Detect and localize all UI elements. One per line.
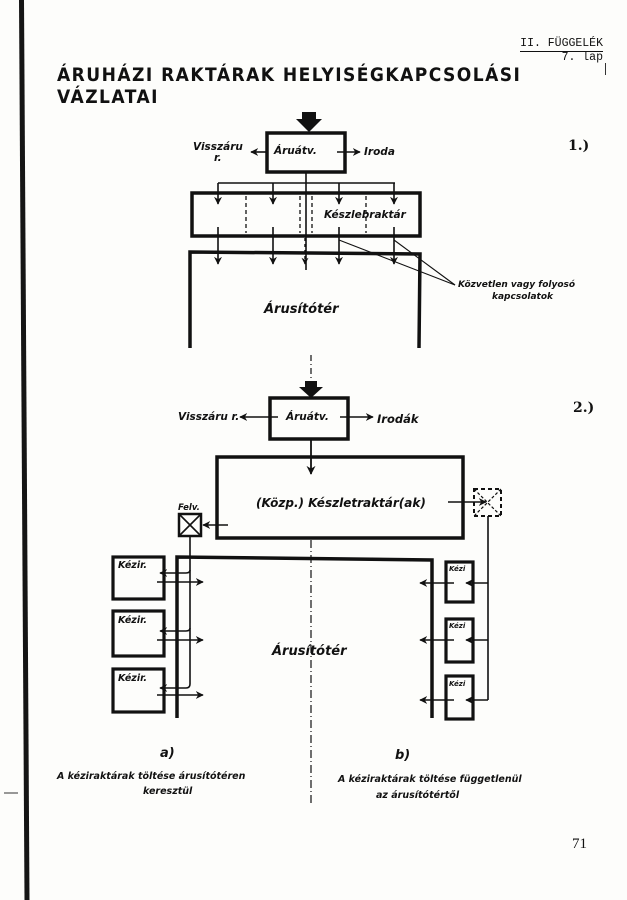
sales-floor-walls-2: [175, 555, 434, 718]
receiving-box-2: [268, 396, 350, 441]
variant-a-caption-2: keresztül: [143, 786, 193, 797]
central-storage-label: (Közp.) Készletraktár(ak): [256, 496, 426, 510]
annotation-line-1: Közvetlen vagy folyosó: [458, 280, 576, 290]
page-title: ÁRUHÁZI RAKTÁRAK HELYISÉGKAPCSOLÁSI VÁZL…: [57, 64, 522, 108]
incoming-goods-arrow-2: [299, 381, 323, 398]
returns-label-1: Visszáru: [193, 141, 243, 153]
diagram-1: [188, 112, 456, 349]
hand-storage-left-2: Kézir.: [118, 615, 148, 626]
variant-a-caption-1: A kéziraktárak töltése árusítótéren: [57, 771, 246, 782]
annotation-leader-b: [393, 239, 456, 286]
diagram-2-number: 2.): [573, 400, 595, 416]
receiving-label-1: Áruátv.: [274, 145, 317, 157]
hand-storage-left-1: Kézir.: [118, 560, 148, 571]
hand-storage-right-3: Kézi: [449, 680, 466, 688]
variant-b-caption-2: az árusítótértől: [376, 790, 460, 801]
offices-label-2: Irodák: [377, 412, 419, 426]
sales-floor-label-2: Árusítótér: [272, 644, 347, 659]
hand-storage-right-group: [419, 516, 489, 721]
variant-b-caption-1: A kéziraktárak töltése függetlenül: [338, 774, 522, 785]
hand-storage-left-3: Kézir.: [118, 673, 148, 684]
hand-storage-right-1: Kézi: [449, 565, 466, 573]
annotation-leader-a: [338, 239, 456, 286]
annotation-line-2: kapcsolatok: [492, 292, 554, 302]
sales-floor-walls-1: [188, 250, 422, 349]
receiving-label-2: Áruátv.: [286, 411, 329, 423]
hand-storage-left-group: [111, 536, 204, 714]
diagram-1-number: 1.): [568, 138, 590, 154]
variant-a-label: a): [160, 746, 175, 761]
office-label-1: Iroda: [364, 146, 395, 158]
returns-suffix-label-1: r.: [214, 152, 222, 164]
appendix-reference: II. FÜGGELÉK 7. lap: [520, 38, 603, 64]
variant-b-label: b): [395, 748, 411, 763]
storage-label-1: Készlebraktár: [324, 209, 406, 221]
incoming-goods-arrow-1: [296, 112, 322, 132]
central-storage-box: [215, 455, 465, 540]
tick-mark: [605, 63, 606, 75]
sales-floor-label-1: Árusítótér: [264, 302, 339, 317]
storage-box-1: [190, 191, 422, 238]
sheet-label: 7. lap: [561, 51, 603, 64]
returns-label-2: Visszáru r.: [178, 411, 240, 423]
diagram-2: [111, 355, 502, 805]
hand-storage-right-2: Kézi: [449, 622, 466, 630]
page-number: 71: [572, 836, 587, 852]
lift-label: Felv.: [178, 503, 200, 513]
